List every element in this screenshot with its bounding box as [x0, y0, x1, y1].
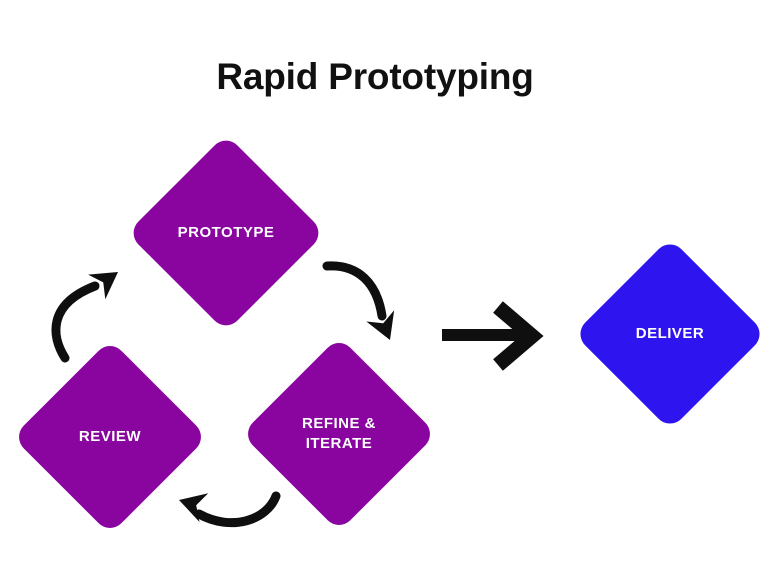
curved-arrow-down-right-icon — [322, 261, 395, 340]
arrow-shaft — [442, 329, 524, 341]
node-prototype-diamond: PROTOTYPE — [127, 134, 325, 332]
node-review-label: REVIEW — [78, 427, 142, 445]
curved-arrow-left-icon — [179, 491, 281, 528]
arrow-head — [493, 301, 544, 371]
arrow-head — [179, 493, 209, 522]
node-deliver-diamond: DELIVER — [573, 237, 767, 431]
node-refine-iterate-label: REFINE & ITERATE — [301, 414, 376, 452]
arrow-head — [366, 310, 395, 340]
straight-arrow-right-icon — [442, 301, 544, 371]
arrow-head — [88, 272, 118, 300]
page-title: Rapid Prototyping — [216, 56, 534, 97]
arrow-curve — [194, 491, 281, 528]
node-prototype-label: PROTOTYPE — [177, 223, 275, 241]
node-deliver-label: DELIVER — [635, 324, 705, 342]
curved-arrow-up-right-icon — [51, 272, 118, 363]
arrow-curve — [322, 261, 387, 321]
arrow-curve — [51, 281, 100, 363]
